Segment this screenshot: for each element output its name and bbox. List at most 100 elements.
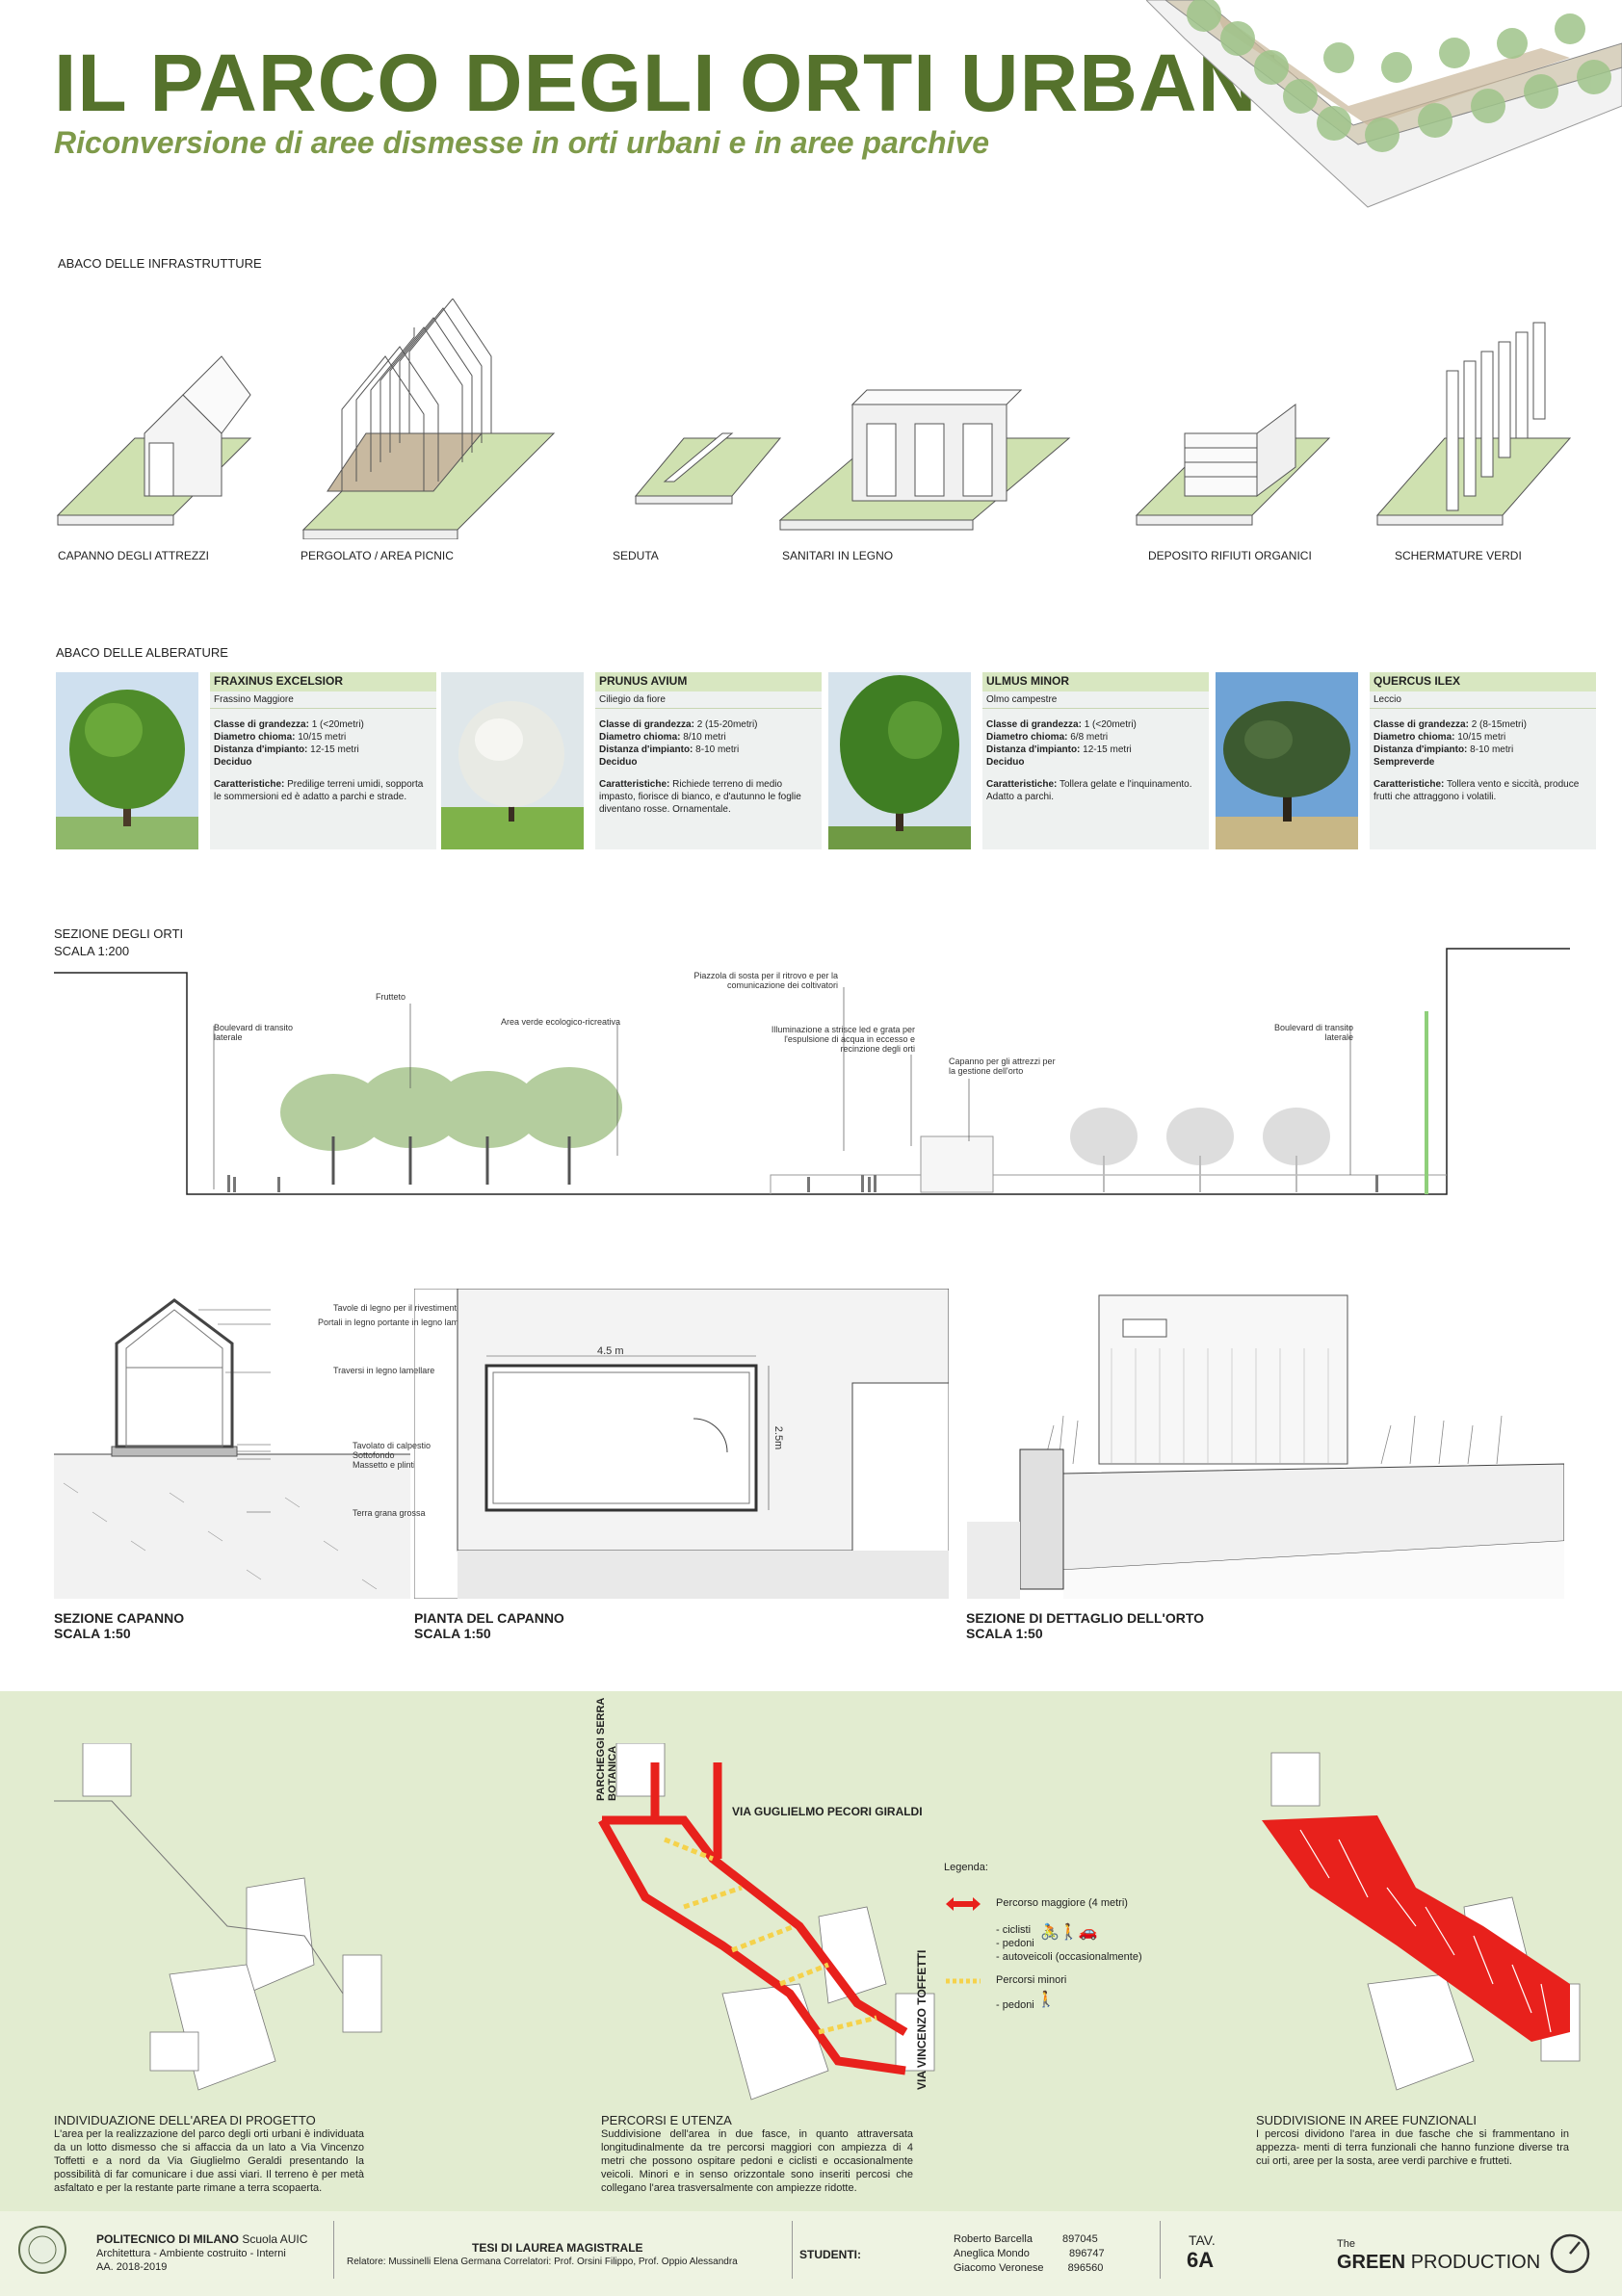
sezione-capanno-scale: SCALA 1:50 [54,1626,131,1641]
legend-minor: Percorsi minori [996,1974,1067,1986]
sezione-orto-title: SEZIONE DI DETTAGLIO DELL'ORTO [966,1610,1205,1626]
footer-divider [333,2221,334,2279]
compost-icon [1135,404,1331,526]
tool-shed-icon [56,355,252,526]
infrastructures-section-title: ABACO DELLE INFRASTRUTTURE [58,256,262,271]
pianta-capanno-drawing [414,1289,949,1599]
tree-characteristics: Caratteristiche: Tollera gelate e l'inqu… [986,779,1192,802]
annotation-piazzola: Piazzola di sosta per il ritrovo e per l… [693,971,838,990]
legend-major-item: - autoveicoli (occasionalmente) [996,1951,1142,1963]
site-map-individuazione [54,1743,382,2091]
tree-photo [56,672,198,849]
axonometric-park-illustration [1146,0,1622,208]
pianta-dimension-width: 4.5 m [597,1345,624,1357]
caption-individuazione: INDIVIDUAZIONE DELL'AREA DI PROGETTO L'a… [54,2113,364,2194]
infrastructure-label-green-screen: SCHERMATURE VERDI [1395,549,1522,562]
page-title: IL PARCO DEGLI ORTI URBANI [54,38,1281,128]
footer-students-label: STUDENTI: [799,2248,861,2261]
footer-brand: GREEN PRODUCTION [1337,2252,1541,2273]
tree-specs: Classe di grandezza: 1 (<20metri) Diamet… [986,719,1137,768]
tree-card-quercus: QUERCUS ILEX Leccio Classe di grandezza:… [1216,672,1596,849]
footer-year: AA. 2018-2019 [96,2261,168,2273]
sezione-orto-scale: SCALA 1:50 [966,1626,1043,1641]
trees-section-title: ABACO DELLE ALBERATURE [56,645,228,660]
capanno-annotation: Traversi in legno lamellare [333,1366,435,1375]
footer [0,2211,1622,2296]
section-orti-scale: SCALA 1:200 [54,944,130,958]
tree-name: QUERCUS ILEX [1370,672,1596,691]
annotation-boulevard-left: Boulevard di transito laterale [214,1023,294,1042]
footer-relatore: Relatore: Mussinelli Elena Germana Corre… [347,2257,738,2267]
footer-course: Architettura - Ambiente costruito - Inte… [96,2248,286,2259]
tree-photo [828,672,971,849]
legend-minor-route-icon [946,1978,981,1984]
tree-name: PRUNUS AVIUM [595,672,822,691]
pianta-dimension-height: 2.5m [772,1425,785,1450]
tree-common-name: Ciliegio da fiore [595,691,822,709]
capanno-annotation: Sottofondo [353,1450,395,1460]
footer-brand-the: The [1337,2238,1355,2250]
tree-card-prunus: PRUNUS AVIUM Ciliegio da fiore Classe di… [441,672,822,849]
footer-students: Roberto Barcella 897045 Aneglica Mondo 8… [954,2233,1105,2274]
caption-suddivisione: SUDDIVISIONE IN AREE FUNZIONALI I percos… [1256,2113,1569,2167]
annotation-illuminazione: Illuminazione a strisce led e grata per … [771,1025,915,1054]
capanno-annotation: Massetto e plinti [353,1460,416,1470]
tree-name: FRAXINUS EXCELSIOR [210,672,436,691]
annotation-area-verde: Area verde ecologico-ricreativa [501,1017,621,1027]
street-label-parcheggi: PARCHEGGI SERRA BOTANICA [595,1698,618,1801]
legend-major-item: - ciclisti [996,1924,1032,1936]
footer-tav-number: 6A [1187,2248,1215,2272]
tree-characteristics: Caratteristiche: Richiede terreno di med… [599,779,801,815]
infrastructure-label-compost: DEPOSITO RIFIUTI ORGANICI [1148,549,1312,562]
university-seal-icon [18,2226,66,2274]
legend-major: Percorso maggiore (4 metri) [996,1897,1128,1909]
infrastructure-label-pergola: PERGOLATO / AREA PICNIC [301,549,454,562]
street-label-toffetti: VIA VINCENZO TOFFETTI [915,1949,929,2090]
annotation-boulevard-right: Boulevard di transito laterale [1273,1023,1353,1042]
section-orti-drawing [54,948,1570,1195]
brand-logo-icon [1550,2233,1590,2274]
tree-specs: Classe di grandezza: 2 (15-20metri) Diam… [599,719,758,768]
pergola-icon [301,299,556,539]
street-label-giraldi: VIA GUGLIELMO PECORI GIRALDI [732,1805,923,1818]
legend-minor-item: - pedoni [996,1999,1034,2011]
tree-common-name: Olmo campestre [982,691,1209,709]
tree-common-name: Leccio [1370,691,1596,709]
pedestrian-icon: 🚶 [1036,1992,1056,2008]
footer-divider [792,2221,793,2279]
annotation-capanno: Capanno per gli attrezzi per la gestione… [949,1057,1056,1076]
annotation-frutteto: Frutteto [376,992,406,1002]
section-capanno-drawing [54,1298,410,1599]
capanno-annotation: Tavolato di calpestio [353,1441,432,1450]
footer-university: POLITECNICO DI MILANO Scuola AUIC [96,2232,308,2246]
bench-icon [634,432,782,505]
legend-major-route-icon [946,1897,981,1911]
toilets-icon [778,389,1071,531]
tree-common-name: Frassino Maggiore [210,691,436,709]
bike-pedestrian-car-icon: 🚴🚶🚗 [1040,1924,1098,1941]
tree-specs: Classe di grandezza: 2 (8-15metri) Diame… [1373,719,1527,768]
sezione-capanno-title: SEZIONE CAPANNO [54,1610,185,1626]
footer-divider [1160,2221,1161,2279]
legend-title: Legenda: [944,1862,988,1873]
infrastructure-drawings [56,299,1572,539]
tree-card-ulmus: ULMUS MINOR Olmo campestre Classe di gra… [828,672,1209,849]
legend-major-item: - pedoni [996,1938,1034,1949]
footer-thesis-title: TESI DI LAUREA MAGISTRALE [472,2241,643,2255]
tree-photo [1216,672,1358,849]
capanno-annotation: Portali in legno portante in legno lamel… [318,1318,481,1327]
section-orti-title: SEZIONE DEGLI ORTI [54,926,184,941]
green-screen-icon [1375,322,1572,526]
caption-percorsi: PERCORSI E UTENZA Suddivisione dell'area… [601,2113,913,2194]
footer-tav-label: TAV. [1189,2232,1216,2248]
sezione-orto-drawing [967,1294,1564,1599]
infrastructure-label-bench: SEDUTA [613,549,659,562]
infrastructure-label-toilets: SANITARI IN LEGNO [782,549,894,562]
capanno-annotation: Terra grana grossa [353,1508,426,1518]
tree-characteristics: Caratteristiche: Tollera vento e siccità… [1373,779,1580,802]
tree-photo [441,672,584,849]
infrastructure-label-shed: CAPANNO DEGLI ATTREZZI [58,549,209,562]
tree-card-fraxinus: FRAXINUS EXCELSIOR Frassino Maggiore Cla… [56,672,436,849]
tree-name: ULMUS MINOR [982,672,1209,691]
pianta-capanno-title: PIANTA DEL CAPANNO [414,1610,564,1626]
